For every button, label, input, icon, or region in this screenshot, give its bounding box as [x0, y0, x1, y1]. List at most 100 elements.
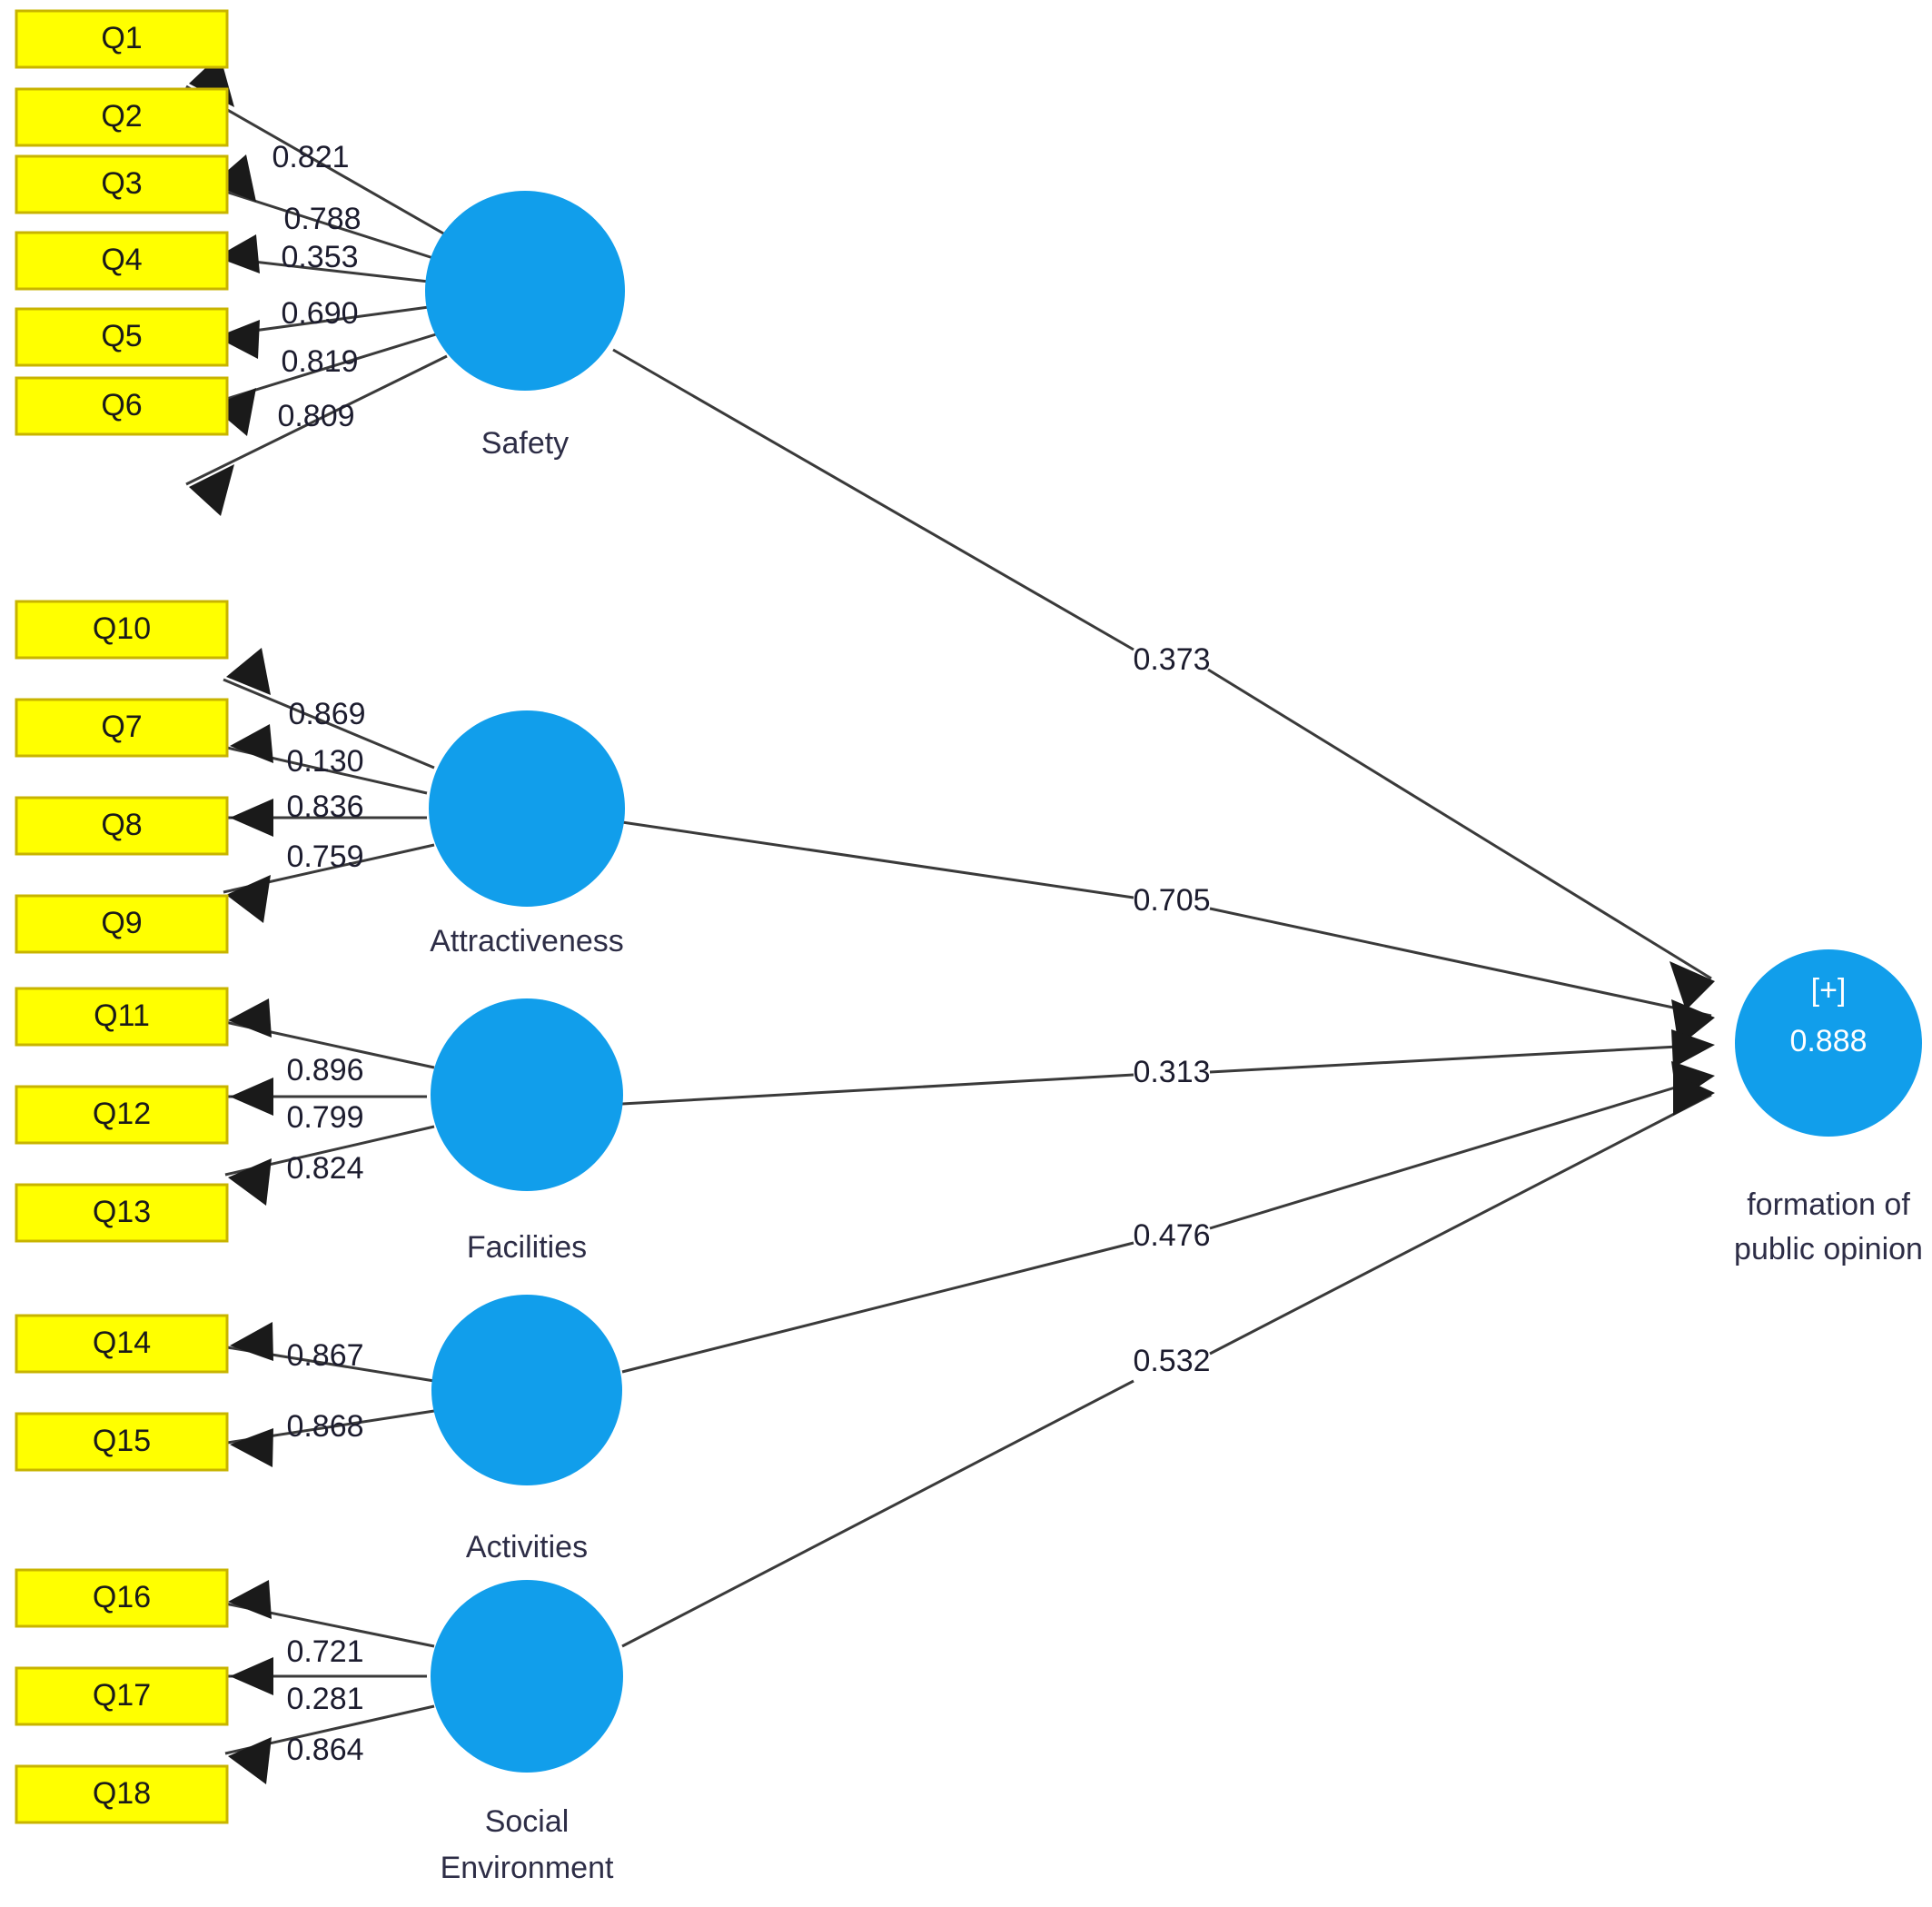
indicator-label: Q16 — [93, 1580, 151, 1614]
path-label-attractiveness: 0.705 — [1133, 883, 1210, 918]
edges-facilities — [224, 998, 435, 1206]
construct-attractiveness[interactable]: Attractiveness — [429, 710, 625, 958]
indicator-label: Q10 — [93, 611, 151, 646]
loading-labels-attractiveness: 0.869 0.130 0.836 0.759 — [286, 697, 365, 874]
arrowhead-social-q16 — [228, 1580, 272, 1619]
path-coefficient-labels: 0.373 0.705 0.313 0.476 0.532 — [1133, 642, 1210, 1378]
indicator-label: Q3 — [101, 166, 142, 201]
indicator-rect — [15, 1183, 229, 1243]
arrowhead-safety-q2 — [212, 154, 256, 202]
edge-path-attractiveness-a — [621, 820, 1134, 899]
loading-label-q10: 0.869 — [288, 697, 365, 731]
edge-safety-q2 — [208, 184, 437, 261]
indicator-box-q10[interactable]: Q10 — [15, 600, 229, 660]
edge-path-social-a — [621, 1379, 1134, 1648]
indicator-rect — [15, 1314, 229, 1374]
loading-label-q7: 0.130 — [286, 744, 363, 779]
indicator-group-activities: Q14 Q15 — [15, 1314, 229, 1472]
endogenous-circle — [1735, 949, 1922, 1137]
indicator-label: Q11 — [94, 998, 150, 1033]
loading-label-q2: 0.788 — [283, 202, 361, 236]
indicator-label: Q15 — [93, 1424, 151, 1458]
edges-structural — [612, 348, 1715, 1648]
indicator-label: Q13 — [93, 1195, 151, 1229]
construct-social-environment[interactable]: Social Environment — [431, 1580, 623, 1885]
arrowhead-safety-q6 — [189, 464, 234, 516]
edge-path-facilities-b — [1209, 1043, 1712, 1074]
edge-path-safety-b — [1207, 668, 1712, 980]
construct-circle — [425, 191, 625, 391]
construct-activities[interactable]: Activities — [431, 1295, 622, 1564]
loading-label-q6: 0.809 — [277, 399, 354, 433]
indicator-rect — [15, 600, 229, 660]
indicator-label: Q6 — [101, 388, 142, 422]
indicator-rect — [15, 796, 229, 856]
loading-label-q17: 0.281 — [286, 1682, 363, 1716]
indicator-rect — [15, 987, 229, 1047]
indicator-box-q15[interactable]: Q15 — [15, 1412, 229, 1472]
indicator-label: Q14 — [93, 1326, 151, 1360]
path-label-safety: 0.373 — [1133, 642, 1210, 677]
edges-activities — [226, 1322, 435, 1467]
edge-attractiveness-q10 — [223, 678, 435, 770]
indicator-label: Q7 — [101, 710, 142, 744]
indicator-box-q8[interactable]: Q8 — [15, 796, 229, 856]
indicator-box-q4[interactable]: Q4 — [15, 231, 229, 291]
indicator-box-q16[interactable]: Q16 — [15, 1568, 229, 1628]
loading-label-q3: 0.353 — [281, 240, 358, 274]
indicator-group-safety: Q1 Q2 Q3 Q4 Q5 Q6 — [15, 9, 229, 436]
loading-label-q12: 0.799 — [286, 1100, 363, 1135]
indicator-rect — [15, 87, 229, 147]
indicator-rect — [15, 698, 229, 758]
indicator-label: Q1 — [101, 21, 142, 55]
loading-label-q16: 0.721 — [286, 1634, 363, 1669]
arrowhead-path-facilities — [1671, 1029, 1715, 1068]
indicator-box-q7[interactable]: Q7 — [15, 698, 229, 758]
edge-safety-q1 — [185, 84, 446, 236]
indicator-box-q1[interactable]: Q1 — [15, 9, 229, 69]
indicator-label: Q18 — [93, 1776, 151, 1811]
construct-label-attractiveness: Attractiveness — [430, 924, 624, 958]
indicator-rect — [15, 231, 229, 291]
loading-label-q13: 0.824 — [286, 1151, 363, 1186]
indicator-label: Q9 — [101, 906, 142, 940]
indicator-box-q11[interactable]: Q11 — [15, 987, 229, 1047]
indicator-rect — [15, 376, 229, 436]
edge-safety-q6 — [185, 354, 448, 486]
loading-label-q9: 0.759 — [286, 839, 363, 874]
indicator-label: Q8 — [101, 808, 142, 842]
edge-path-social-b — [1209, 1093, 1712, 1356]
indicator-box-q17[interactable]: Q17 — [15, 1666, 229, 1726]
indicator-box-q5[interactable]: Q5 — [15, 307, 229, 367]
arrowhead-safety-q5 — [212, 388, 256, 436]
indicator-box-q9[interactable]: Q9 — [15, 894, 229, 954]
arrowhead-activities-q15 — [230, 1428, 273, 1467]
construct-formation-of-public-opinion[interactable]: [+] 0.888 formation of public opinion — [1734, 949, 1923, 1266]
arrowhead-facilities-q13 — [228, 1158, 272, 1206]
loading-label-q8: 0.836 — [286, 790, 363, 824]
arrowhead-activities-q14 — [230, 1322, 273, 1361]
indicator-box-q18[interactable]: Q18 — [15, 1764, 229, 1824]
indicator-box-q12[interactable]: Q12 — [15, 1085, 229, 1145]
loading-label-q18: 0.864 — [286, 1733, 363, 1767]
edge-path-facilities-a — [621, 1073, 1134, 1106]
indicator-box-q13[interactable]: Q13 — [15, 1183, 229, 1243]
positive-effect-badge: [+] — [1811, 973, 1847, 1008]
arrowhead-attractiveness-q9 — [226, 875, 271, 923]
indicator-rect — [15, 894, 229, 954]
indicator-box-q3[interactable]: Q3 — [15, 154, 229, 214]
indicator-box-q14[interactable]: Q14 — [15, 1314, 229, 1374]
construct-safety[interactable]: Safety — [425, 191, 625, 461]
indicator-label: Q12 — [93, 1097, 151, 1131]
edges-social — [224, 1580, 435, 1784]
indicator-rect — [15, 9, 229, 69]
construct-label-safety: Safety — [481, 426, 569, 461]
loading-label-q5: 0.819 — [281, 344, 358, 379]
indicator-box-q2[interactable]: Q2 — [15, 87, 229, 147]
arrowhead-social-q17 — [230, 1657, 273, 1695]
indicator-group-attractiveness: Q10 Q7 Q8 Q9 — [15, 600, 229, 954]
loading-label-q1: 0.821 — [272, 140, 349, 174]
indicator-box-q6[interactable]: Q6 — [15, 376, 229, 436]
construct-facilities[interactable]: Facilities — [431, 998, 623, 1265]
